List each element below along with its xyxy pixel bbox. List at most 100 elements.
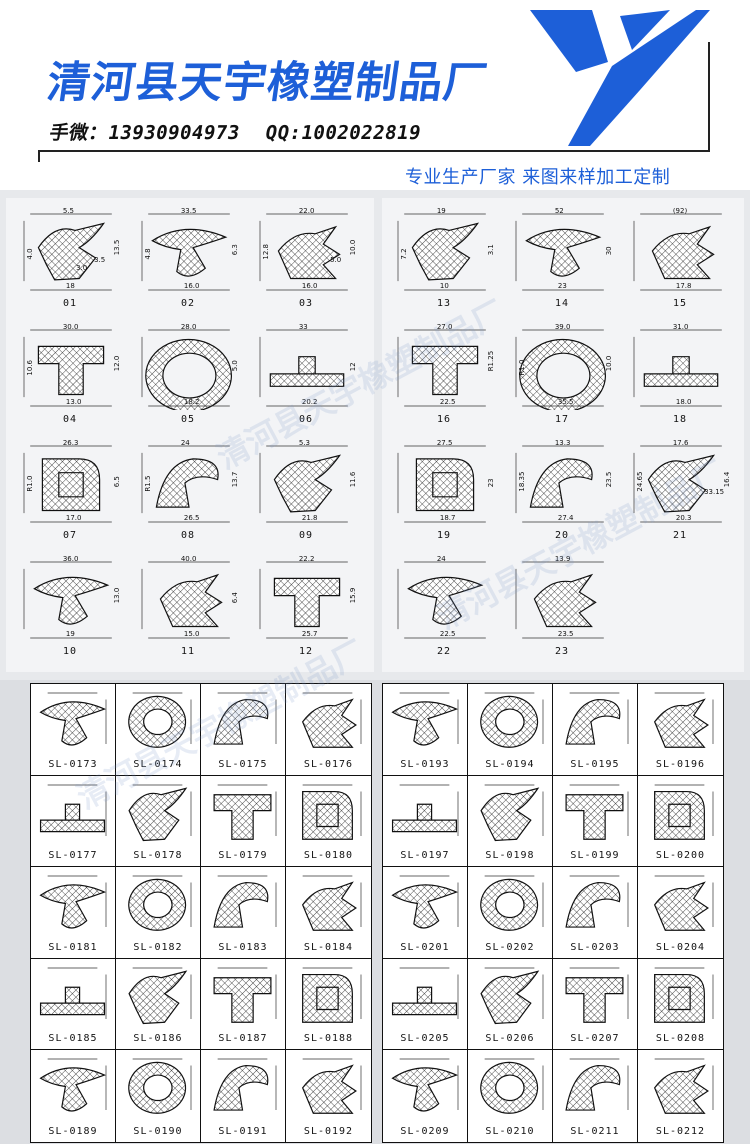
company-name: 清河县天宇橡塑制品厂 bbox=[43, 58, 491, 108]
dimension-label: 12.0 bbox=[113, 356, 121, 372]
profile-cross-section bbox=[529, 458, 593, 508]
dimension-label: 52 bbox=[555, 208, 564, 215]
profile-code: 16 bbox=[437, 414, 452, 425]
qq-label: QQ: bbox=[263, 122, 304, 144]
profile-cross-section bbox=[519, 338, 606, 410]
profile-cell-SL-0178: SL-0178 bbox=[116, 775, 201, 868]
profile-cell-SL-0196: SL-0196 bbox=[638, 684, 723, 776]
profile-code: 12 bbox=[299, 646, 314, 657]
profile-cell-SL-0206: SL-0206 bbox=[468, 958, 553, 1051]
profile-cell-SL-0198: SL-0198 bbox=[468, 775, 553, 868]
profile-cell-SL-0187: SL-0187 bbox=[201, 958, 286, 1051]
dimension-label: 30 bbox=[605, 246, 613, 255]
dimension-label: 13.9 bbox=[555, 556, 571, 563]
profile-cell-SL-0193: SL-0193 bbox=[383, 684, 468, 776]
profile-code: 23 bbox=[555, 646, 570, 657]
profile-cross-section bbox=[653, 881, 709, 932]
profile-code: SL-0205 bbox=[400, 1033, 450, 1045]
profile-code: SL-0173 bbox=[48, 758, 98, 770]
profile-cross-section bbox=[277, 225, 341, 280]
profile-cross-section bbox=[128, 695, 187, 748]
profile-cross-section bbox=[145, 338, 232, 410]
profile-code: 13 bbox=[437, 298, 452, 309]
profile-cross-section bbox=[533, 573, 597, 628]
profile-cell-SL-0209: SL-0209 bbox=[383, 1050, 468, 1142]
profile-cell-SL-0191: SL-0191 bbox=[201, 1050, 286, 1142]
dimension-label: 4.8 bbox=[144, 248, 152, 259]
profile-code: SL-0200 bbox=[655, 850, 706, 862]
profile-cross-section bbox=[480, 1062, 539, 1115]
dimension-label: 23 bbox=[487, 478, 495, 487]
profile-code: 04 bbox=[63, 414, 78, 425]
profile-cross-section bbox=[151, 228, 228, 277]
dimension-label: R1.25 bbox=[487, 351, 495, 371]
dimension-label: 16.0 bbox=[184, 282, 200, 290]
profile-cell-SL-0199: SL-0199 bbox=[553, 775, 638, 868]
profile-code: SL-0184 bbox=[303, 941, 354, 953]
profile-code: 08 bbox=[181, 530, 196, 541]
profile-code: SL-0177 bbox=[48, 850, 98, 862]
profile-code: SL-0202 bbox=[485, 941, 535, 953]
profile-code: SL-0203 bbox=[570, 941, 620, 953]
profile-cell-SL-0185: SL-0185 bbox=[31, 958, 116, 1051]
profile-code: SL-0193 bbox=[400, 758, 450, 770]
profile-code: 21 bbox=[673, 530, 688, 541]
profile-code: 19 bbox=[437, 530, 452, 541]
dimension-label: 3.1 bbox=[487, 244, 495, 255]
profile-cross-section bbox=[213, 1065, 269, 1112]
profile-code: 15 bbox=[673, 298, 688, 309]
profile-code: SL-0195 bbox=[570, 758, 620, 770]
profile-cell-SL-0210: SL-0210 bbox=[468, 1050, 553, 1142]
dimension-label: 30.0 bbox=[63, 324, 79, 331]
dimension-label: 39.0 bbox=[555, 324, 571, 331]
profile-code: SL-0178 bbox=[133, 850, 183, 862]
dimension-label: 28.0 bbox=[181, 324, 197, 331]
right-profile-table: SL-0193 SL-0194 SL-0195 SL-0196 SL-0197 … bbox=[382, 683, 724, 1143]
dimension-label: 5.5 bbox=[63, 208, 74, 215]
profile-cell-SL-0181: SL-0181 bbox=[31, 867, 116, 959]
profile-code: 06 bbox=[299, 414, 314, 425]
profile-cross-section bbox=[269, 356, 345, 387]
profile-cross-section bbox=[39, 986, 106, 1015]
profile-code: SL-0183 bbox=[218, 941, 268, 953]
profile-cross-section bbox=[480, 695, 539, 748]
profile-cell-SL-0179: SL-0179 bbox=[201, 775, 286, 868]
dimension-label: 27.0 bbox=[437, 324, 453, 331]
profile-code: SL-0198 bbox=[485, 850, 535, 862]
profile-cross-section bbox=[33, 576, 110, 625]
profile-cell-SL-0184: SL-0184 bbox=[286, 867, 371, 959]
profile-code: SL-0209 bbox=[400, 1125, 450, 1137]
profile-cross-section bbox=[301, 881, 357, 932]
profile-cross-section bbox=[565, 698, 621, 745]
profile-cell-SL-0174: SL-0174 bbox=[116, 684, 201, 776]
profile-cross-section bbox=[155, 458, 219, 508]
dimension-label: 33.15 bbox=[704, 488, 724, 496]
dimension-label: 23 bbox=[558, 282, 567, 290]
profile-cross-section bbox=[37, 345, 105, 396]
profile-code: SL-0189 bbox=[48, 1125, 98, 1137]
dimension-label: 20.3 bbox=[676, 514, 692, 522]
profile-cross-section bbox=[391, 803, 458, 832]
dimension-label: 26.3 bbox=[63, 440, 79, 447]
profile-cell-SL-0207: SL-0207 bbox=[553, 958, 638, 1051]
profile-code: 02 bbox=[181, 298, 196, 309]
profile-cell-SL-0175: SL-0175 bbox=[201, 684, 286, 776]
dimension-label: (92) bbox=[673, 208, 688, 215]
dimension-label: 12.8 bbox=[262, 244, 270, 260]
dimension-label: 26.5 bbox=[184, 514, 200, 522]
profile-cross-section bbox=[128, 786, 188, 841]
dimension-label: 16.4 bbox=[723, 471, 731, 487]
profile-cross-section bbox=[273, 454, 342, 513]
profile-cross-section bbox=[565, 976, 624, 1023]
